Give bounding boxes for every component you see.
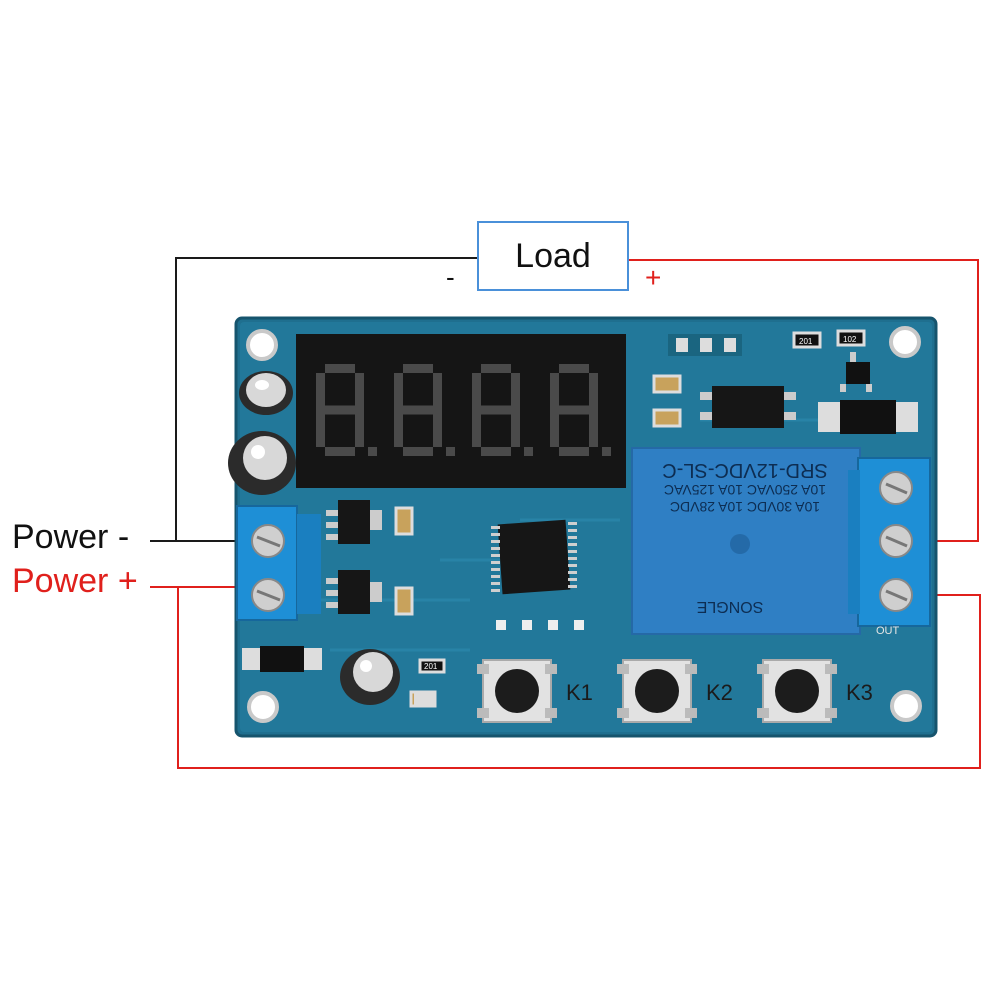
tactile-buttons: [477, 659, 837, 723]
display-segment: [403, 447, 433, 456]
resistor-label-a: 201: [799, 337, 813, 346]
mounting-hole: [889, 326, 921, 358]
mounting-hole: [890, 690, 922, 722]
display-segment: [316, 410, 325, 447]
display-dot: [368, 447, 377, 456]
chip-pin: [491, 561, 500, 564]
transistor: [840, 352, 872, 392]
chip-pin: [568, 585, 577, 588]
output-terminal-block: [848, 457, 931, 627]
capacitor-bottom: [340, 649, 400, 705]
capacitor-small: [239, 371, 293, 415]
chip-pin: [491, 582, 500, 585]
chip-pin: [568, 529, 577, 532]
display-segment: [481, 447, 511, 456]
out-label: OUT: [876, 625, 900, 637]
microcontroller-chip: [491, 519, 577, 595]
tactile-button: [477, 659, 557, 723]
power-positive-label: Power +: [12, 562, 138, 600]
diode: [242, 400, 918, 672]
load-plus-sign: +: [645, 262, 662, 293]
chip-pin: [568, 557, 577, 560]
display-segment: [550, 410, 559, 447]
chip-pin: [491, 533, 500, 536]
relay-rating-ac: 10A 250VAC 10A 125VAC: [664, 482, 826, 498]
display-segment: [316, 373, 325, 410]
led: [414, 692, 434, 706]
chip-pin: [568, 536, 577, 539]
seven-segment-display: [296, 334, 626, 488]
display-segment: [433, 373, 442, 410]
load-box: Load: [477, 221, 629, 291]
mounting-hole: [246, 329, 278, 361]
chip-pin: [491, 547, 500, 550]
header-pins: [496, 334, 742, 630]
resistor-label-b: 102: [843, 335, 857, 344]
display-digit: [472, 364, 533, 456]
display-segment: [589, 410, 598, 447]
display-segment: [355, 373, 364, 410]
capacitor-large: [228, 431, 296, 495]
relay: [631, 447, 861, 635]
tactile-button: [757, 659, 837, 723]
relay-model-text: SRD-12VDC-SL-C: [662, 459, 828, 481]
display-segment: [325, 447, 355, 456]
chip-pin: [568, 578, 577, 581]
button-label-k1: K1: [566, 680, 593, 705]
resistor-label-c: 201: [424, 662, 438, 671]
display-segment: [394, 373, 403, 410]
display-segment: [511, 373, 520, 410]
relay-rating-dc: 10A 30VDC 10A 28VDC: [670, 499, 820, 515]
display-segment: [433, 410, 442, 447]
display-segment: [403, 364, 433, 373]
chip-pin: [568, 564, 577, 567]
chip-pin: [568, 571, 577, 574]
display-segment: [589, 373, 598, 410]
button-label-k2: K2: [706, 680, 733, 705]
display-segment: [559, 405, 589, 415]
display-segment: [559, 447, 589, 456]
load-minus-sign: -: [446, 262, 455, 292]
display-digit: [316, 364, 377, 456]
tactile-button: [617, 659, 697, 723]
display-segment: [511, 410, 520, 447]
display-segment: [355, 410, 364, 447]
display-segment: [394, 410, 403, 447]
voltage-regulator: [326, 500, 382, 614]
chip-pin: [491, 526, 500, 529]
power-negative-label: Power -: [12, 518, 130, 556]
display-dot: [446, 447, 455, 456]
display-segment: [559, 364, 589, 373]
chip-pin: [491, 589, 500, 592]
display-segment: [550, 373, 559, 410]
display-segment: [481, 405, 511, 415]
chip-pin: [568, 550, 577, 553]
display-dot: [524, 447, 533, 456]
display-segment: [472, 410, 481, 447]
display-dot: [602, 447, 611, 456]
display-segment: [325, 364, 355, 373]
power-terminal-block: [236, 505, 321, 621]
relay-brand: SONGLE: [697, 598, 764, 615]
display-segment: [325, 405, 355, 415]
mounting-hole: [247, 691, 279, 723]
chip-pin: [491, 554, 500, 557]
display-segment: [481, 364, 511, 373]
optocoupler: [700, 386, 796, 428]
display-digit: [550, 364, 611, 456]
display-segment: [472, 373, 481, 410]
chip-pin: [491, 568, 500, 571]
chip-pin: [568, 522, 577, 525]
chip-pin: [491, 540, 500, 543]
chip-pin: [491, 575, 500, 578]
display-segment: [403, 405, 433, 415]
relay-markings: SRD-12VDC-SL-C 10A 250VAC 10A 125VAC 10A…: [662, 459, 828, 615]
chip-pin: [568, 543, 577, 546]
smd-components: [394, 329, 866, 708]
button-label-k3: K3: [846, 680, 873, 705]
display-digit: [394, 364, 455, 456]
